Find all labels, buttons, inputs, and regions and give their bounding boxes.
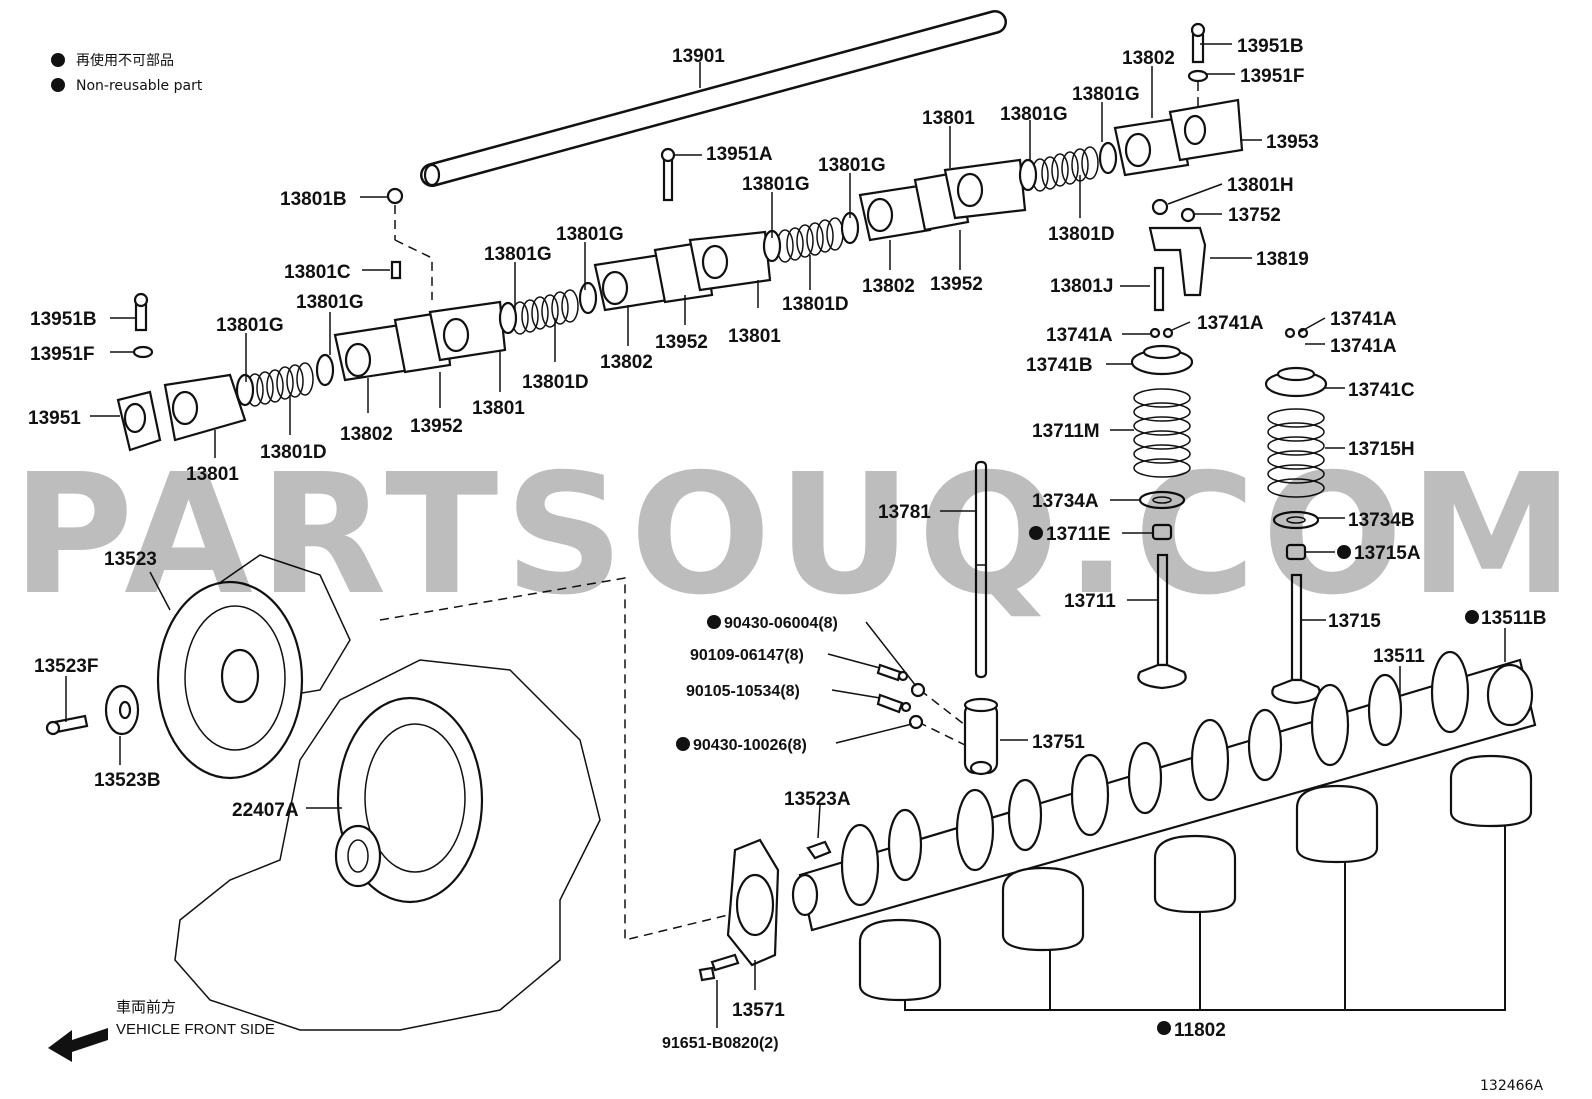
part-label: 13801G <box>296 292 364 313</box>
rocker-arm-assembly <box>116 22 1244 452</box>
part-label: 13952 <box>410 416 463 437</box>
part-label: 13801D <box>1048 224 1115 245</box>
part-label: 13801G <box>1072 84 1140 105</box>
part-label: 13801J <box>1050 276 1113 297</box>
part-label: 13951B <box>1237 36 1304 57</box>
non-reusable-bullet-icon <box>1029 526 1043 540</box>
direction-jp: 車両前方 <box>116 999 176 1016</box>
camshaft-bearings <box>858 754 1533 1011</box>
part-label: 22407A <box>232 800 299 821</box>
part-label: 13523 <box>104 549 157 570</box>
callout-leaders <box>65 43 1506 1028</box>
part-label: 13715A <box>1354 543 1421 564</box>
part-label: 13952 <box>930 274 983 295</box>
intake-valve-assembly <box>1130 327 1194 690</box>
legend-en: Non-reusable part <box>76 78 203 94</box>
vehicle-front-indicator: 車両前方 VEHICLE FRONT SIDE <box>48 999 275 1062</box>
non-reusable-bullet-icon <box>1465 610 1479 624</box>
part-label: 13571 <box>732 1000 785 1021</box>
non-reusable-bullet-icon <box>1337 545 1351 559</box>
part-label: 13741A <box>1197 313 1264 334</box>
part-label: 13951 <box>28 408 81 429</box>
part-label: 13953 <box>1266 132 1319 153</box>
part-label: 91651-B0820(2) <box>662 1035 779 1052</box>
part-label: 13801G <box>742 174 810 195</box>
part-label: 90109-06147(8) <box>690 647 804 664</box>
part-label: 13801G <box>1000 104 1068 125</box>
part-label: 13523A <box>784 789 851 810</box>
part-label: 13711E <box>1046 524 1110 545</box>
part-label: 13802 <box>600 352 653 373</box>
part-label: 13801C <box>284 262 351 283</box>
camshaft <box>791 650 1537 932</box>
part-labels: 13901 13951B 13951F 13802 13801G 13953 1… <box>28 36 1547 1052</box>
diagram-id: 132466A <box>1480 1078 1543 1094</box>
part-label: 13801G <box>216 315 284 336</box>
direction-en: VEHICLE FRONT SIDE <box>116 1021 275 1038</box>
part-label: 13819 <box>1256 249 1309 270</box>
part-label: 11802 <box>1174 1020 1226 1041</box>
non-reusable-markers <box>676 526 1479 1035</box>
part-label: 13511 <box>1373 646 1425 667</box>
part-label: 13801D <box>522 372 589 393</box>
part-label: 13741A <box>1330 309 1397 330</box>
part-label: 13801G <box>818 155 886 176</box>
part-label: 13523B <box>94 770 161 791</box>
part-label: 13511B <box>1481 608 1547 629</box>
part-label: 13734A <box>1032 491 1099 512</box>
non-reusable-bullet-icon <box>1157 1021 1171 1035</box>
part-label: 13952 <box>655 332 708 353</box>
part-label: 13801 <box>922 108 975 129</box>
part-label: 90430-10026(8) <box>693 737 807 754</box>
part-label: 13951F <box>30 344 94 365</box>
part-label: 13802 <box>340 424 393 445</box>
part-label: 13801D <box>782 294 849 315</box>
part-label: 13801B <box>280 189 347 210</box>
watermark: PARTSOUQ.COM <box>12 439 1580 632</box>
part-label: 13741C <box>1348 380 1415 401</box>
part-label: 13711M <box>1032 421 1100 442</box>
legend-jp: 再使用不可部品 <box>76 52 174 69</box>
non-reusable-bullet-icon <box>707 615 721 629</box>
part-label: 13801G <box>556 224 624 245</box>
part-label: 13741A <box>1046 325 1113 346</box>
non-reusable-bullet-icon <box>51 53 65 67</box>
part-label: 13951B <box>30 309 97 330</box>
part-label: 13801 <box>728 326 781 347</box>
part-label: 13781 <box>878 502 931 523</box>
rocker-shaft <box>420 10 1007 187</box>
thrust-plate <box>698 838 832 982</box>
part-label: 13801H <box>1227 175 1294 196</box>
legend: 再使用不可部品 Non-reusable part <box>51 52 203 94</box>
arrow-left-icon <box>48 1028 108 1062</box>
part-label: 13711 <box>1064 591 1116 612</box>
part-label: 13801 <box>186 464 239 485</box>
part-label: 13951A <box>706 144 773 165</box>
part-label: 13801G <box>484 244 552 265</box>
part-label: 13741B <box>1026 355 1093 376</box>
part-label: 13951F <box>1240 66 1304 87</box>
non-reusable-bullet-icon <box>676 737 690 751</box>
part-label: 13802 <box>1122 48 1175 69</box>
part-label: 13734B <box>1348 510 1415 531</box>
part-label: 13802 <box>862 276 915 297</box>
part-label: 90430-06004(8) <box>724 615 838 632</box>
part-label: 13741A <box>1330 336 1397 357</box>
non-reusable-bullet-icon <box>51 78 65 92</box>
part-label: 13523F <box>34 656 98 677</box>
part-label: 13752 <box>1228 205 1281 226</box>
exhaust-valve-assembly <box>1264 327 1328 705</box>
part-label: 13801 <box>472 398 525 419</box>
part-label: 13801D <box>260 442 327 463</box>
part-label: 13715H <box>1348 439 1415 460</box>
part-label: 13901 <box>672 46 725 67</box>
timing-gear-housing <box>45 554 729 1031</box>
part-label: 13751 <box>1032 732 1085 753</box>
part-label: 13715 <box>1328 611 1381 632</box>
part-label: 90105-10534(8) <box>686 683 800 700</box>
push-rod-and-lifter <box>876 460 999 776</box>
